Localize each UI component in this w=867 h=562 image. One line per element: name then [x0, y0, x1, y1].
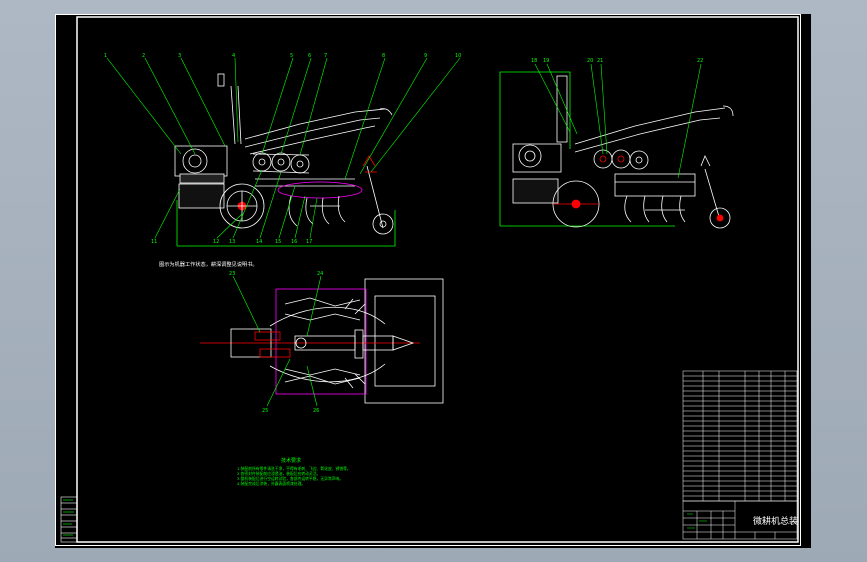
note-line-3: 3.整机装配后进行空运转试验，各部件运转平稳，无异常声响。	[237, 476, 343, 481]
side-view-main	[174, 73, 396, 247]
leaders-right-view	[534, 63, 702, 179]
svg-text:23: 23	[229, 271, 235, 277]
technical-notes: 技术要求 1.装配前所有零件清洗干净，不得有毛刺、飞边、氧化皮、锈蚀等。 2.各…	[237, 457, 351, 486]
binding-block	[60, 496, 78, 543]
svg-text:15: 15	[275, 239, 281, 245]
notes-title: 技术要求	[281, 457, 301, 464]
svg-text:9: 9	[424, 53, 427, 59]
note-line-2: 2.各密封件装配前应浸透油，装配后应转动灵活。	[237, 471, 320, 476]
svg-text:11: 11	[151, 239, 157, 245]
svg-text:24: 24	[317, 271, 323, 277]
title-block	[682, 500, 798, 540]
outer-border	[55, 14, 801, 546]
svg-text:14: 14	[256, 239, 262, 245]
balloons-plan-view: 23 24 25 26	[229, 271, 323, 414]
svg-text:12: 12	[213, 239, 219, 245]
drawing-name: 微耕机总装	[753, 515, 798, 527]
svg-text:22: 22	[697, 58, 703, 64]
inner-border	[76, 16, 799, 543]
svg-text:25: 25	[262, 408, 268, 414]
svg-text:5: 5	[290, 53, 293, 59]
svg-text:26: 26	[313, 408, 319, 414]
svg-text:13: 13	[229, 239, 235, 245]
svg-text:1: 1	[104, 53, 107, 59]
svg-text:16: 16	[291, 239, 297, 245]
svg-text:3: 3	[178, 53, 181, 59]
svg-text:4: 4	[232, 53, 235, 59]
plan-view	[200, 278, 444, 404]
svg-text:7: 7	[324, 53, 327, 59]
svg-text:6: 6	[308, 53, 311, 59]
svg-text:2: 2	[142, 53, 145, 59]
leaders-plan-view	[232, 275, 322, 407]
view-caption: 图示为机器工作状态，耕深调整见说明书。	[159, 260, 258, 268]
svg-text:18: 18	[531, 58, 537, 64]
leaders-side-view	[106, 57, 461, 239]
svg-text:21: 21	[597, 58, 603, 64]
parts-list	[682, 370, 798, 502]
side-view-right	[499, 71, 734, 229]
note-line-1: 1.装配前所有零件清洗干净，不得有毛刺、飞边、氧化皮、锈蚀等。	[237, 466, 351, 471]
balloons-right-view: 18 19 20 21 22	[531, 58, 703, 64]
svg-text:10: 10	[455, 53, 461, 59]
svg-text:8: 8	[382, 53, 385, 59]
svg-text:17: 17	[306, 239, 312, 245]
svg-text:20: 20	[587, 58, 593, 64]
svg-text:19: 19	[543, 58, 549, 64]
note-line-4: 4.装配完成后涂装，外露表面喷漆处理。	[237, 481, 305, 486]
